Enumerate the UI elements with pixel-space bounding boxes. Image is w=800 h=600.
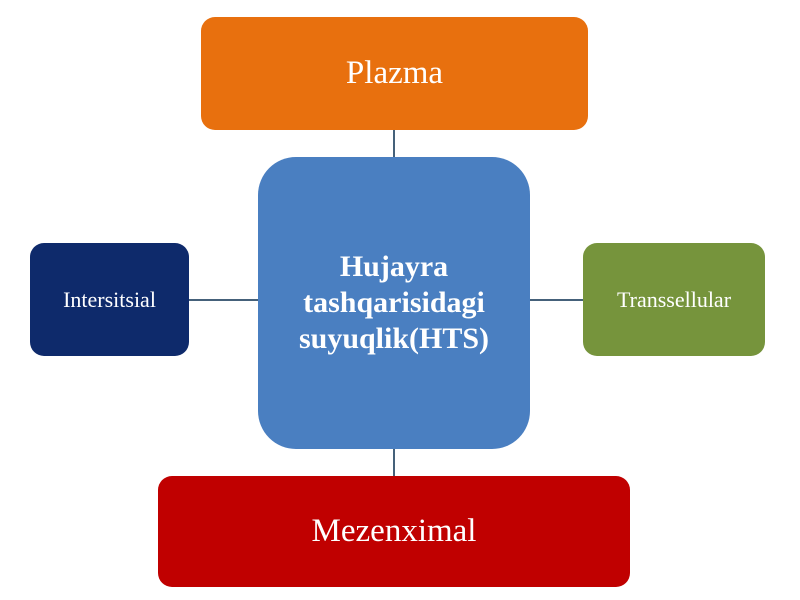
node-plazma-label: Plazma xyxy=(345,55,444,91)
node-hts-label: Hujayra tashqarisidagi suyuqlik(HTS) xyxy=(298,250,490,355)
node-intersitsial-label: Intersitsial xyxy=(63,286,156,312)
node-transsellular: Transsellular xyxy=(583,243,765,356)
node-transsellular-label: Transsellular xyxy=(616,286,732,312)
node-mezenximal: Mezenximal xyxy=(158,476,630,587)
node-hts: Hujayra tashqarisidagi suyuqlik(HTS) xyxy=(258,157,530,449)
node-intersitsial: Intersitsial xyxy=(30,243,189,356)
node-mezenximal-label: Mezenximal xyxy=(311,513,477,549)
node-plazma: Plazma xyxy=(201,17,588,130)
